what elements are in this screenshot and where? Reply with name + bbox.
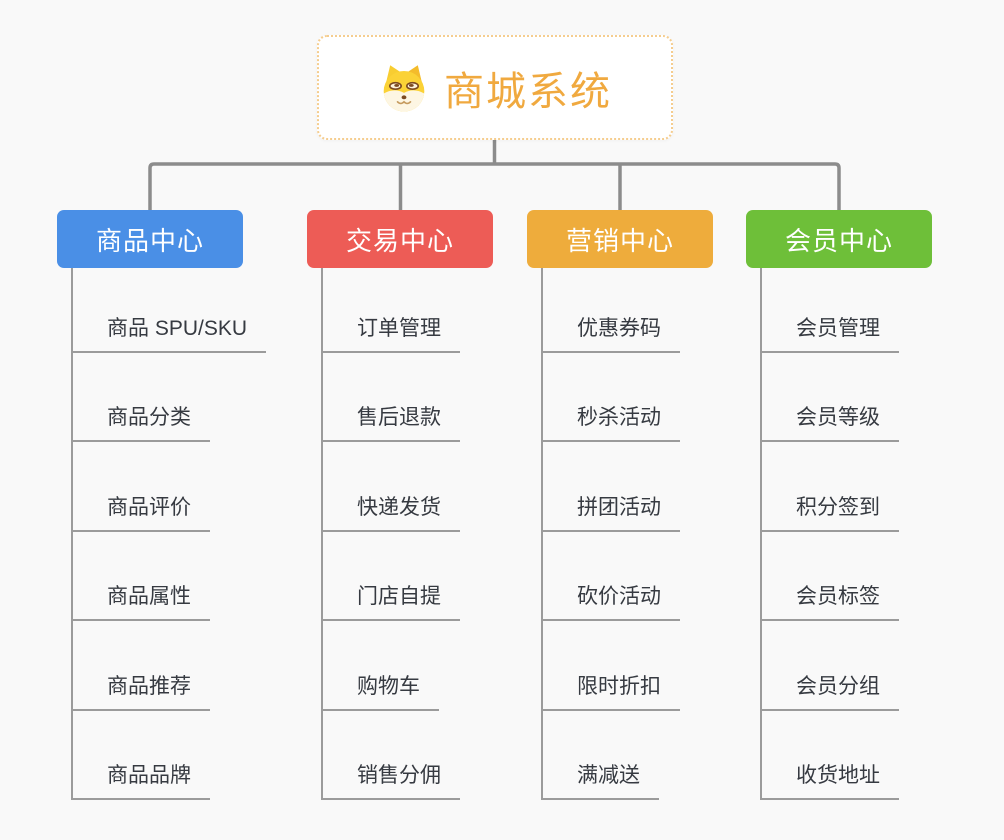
leaf-node[interactable]: 收货地址: [761, 763, 899, 800]
trunk-line: [541, 268, 543, 800]
branch-column-product-center: 商品 SPU/SKU 商品分类 商品评价 商品属性 商品推荐 商品品牌: [71, 268, 267, 800]
bus-connector: [148, 162, 841, 211]
branch-header-member-center[interactable]: 会员中心: [746, 210, 932, 268]
shiba-dog-icon: [383, 64, 425, 112]
leaf-node[interactable]: 会员标签: [761, 584, 899, 621]
trunk-line: [71, 268, 73, 800]
branch-header-product-center[interactable]: 商品中心: [57, 210, 243, 268]
leaf-node[interactable]: 门店自提: [322, 584, 460, 621]
leaf-node[interactable]: 商品分类: [72, 405, 210, 442]
root-title: 商城系统: [444, 69, 612, 114]
root-node[interactable]: 商城系统: [317, 35, 673, 140]
leaf-node[interactable]: 优惠券码: [542, 316, 680, 353]
leaf-node[interactable]: 购物车: [322, 674, 439, 711]
branch-column-marketing-center: 优惠券码 秒杀活动 拼团活动 砍价活动 限时折扣 满减送: [541, 268, 680, 800]
leaf-node[interactable]: 砍价活动: [542, 584, 680, 621]
leaf-node[interactable]: 限时折扣: [542, 674, 680, 711]
leaf-node[interactable]: 商品评价: [72, 495, 210, 532]
trunk-line: [321, 268, 323, 800]
leaf-node[interactable]: 商品品牌: [72, 763, 210, 800]
leaf-node[interactable]: 会员等级: [761, 405, 899, 442]
branch-column-member-center: 会员管理 会员等级 积分签到 会员标签 会员分组 收货地址: [760, 268, 899, 800]
branch-column-trade-center: 订单管理 售后退款 快递发货 门店自提 购物车 销售分佣: [321, 268, 460, 800]
leaf-node[interactable]: 订单管理: [322, 316, 460, 353]
leaf-node[interactable]: 售后退款: [322, 405, 460, 442]
leaf-node[interactable]: 满减送: [542, 763, 659, 800]
leaf-node[interactable]: 秒杀活动: [542, 405, 680, 442]
trunk-line: [760, 268, 762, 800]
leaf-node[interactable]: 拼团活动: [542, 495, 680, 532]
leaf-node[interactable]: 商品属性: [72, 584, 210, 621]
leaf-node[interactable]: 会员分组: [761, 674, 899, 711]
leaf-node[interactable]: 商品 SPU/SKU: [72, 316, 267, 353]
leaf-node[interactable]: 商品推荐: [72, 674, 210, 711]
leaf-node[interactable]: 会员管理: [761, 316, 899, 353]
branch-header-marketing-center[interactable]: 营销中心: [527, 210, 713, 268]
branch-header-trade-center[interactable]: 交易中心: [307, 210, 493, 268]
leaf-node[interactable]: 销售分佣: [322, 763, 460, 800]
leaf-node[interactable]: 积分签到: [761, 495, 899, 532]
leaf-node[interactable]: 快递发货: [322, 495, 460, 532]
